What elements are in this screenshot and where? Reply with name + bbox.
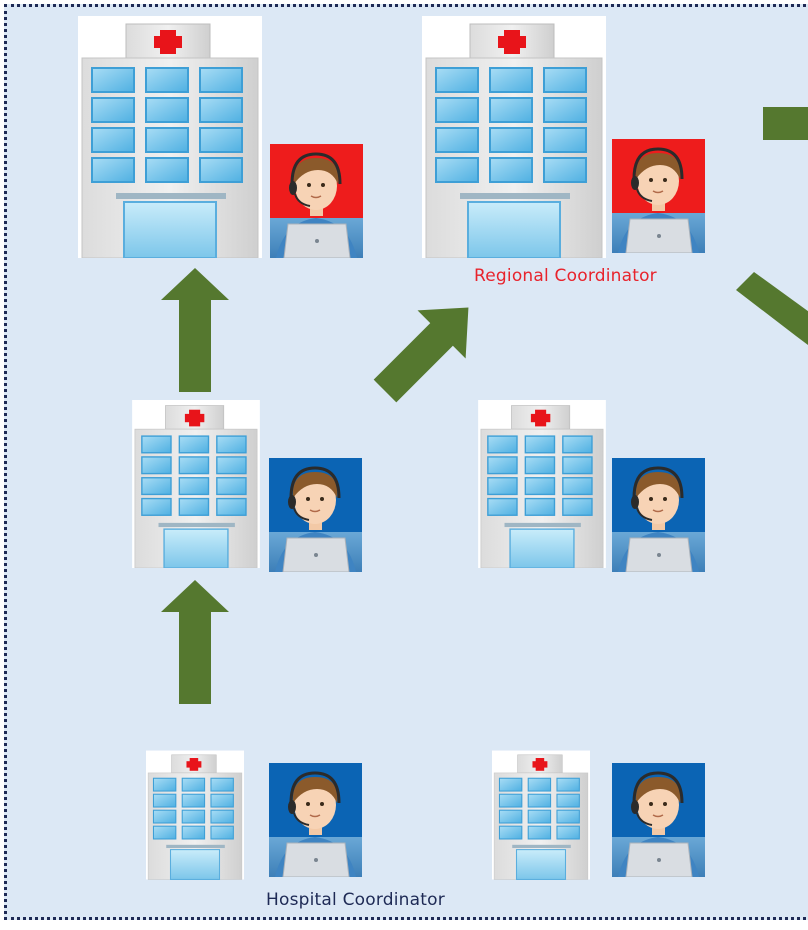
hospital-building-mid-1 xyxy=(132,400,260,568)
coordinator-mid-1 xyxy=(269,458,362,572)
coordinator-regional-2 xyxy=(612,139,705,253)
hospital-coordinator-label: Hospital Coordinator xyxy=(266,890,445,910)
regional-coordinator-label: Regional Coordinator xyxy=(474,266,657,286)
coordinator-headset-laptop-icon xyxy=(612,458,705,572)
coordinator-local-1 xyxy=(269,763,362,877)
arrow-icon xyxy=(763,107,808,140)
hospital-building-icon xyxy=(78,16,262,258)
hospital-building-local-1 xyxy=(146,750,244,880)
arrow-icon xyxy=(161,580,229,704)
hospital-building-icon xyxy=(132,400,260,568)
coordinator-headset-laptop-icon xyxy=(612,763,705,877)
hospital-building-icon xyxy=(492,750,590,880)
arrow-icon xyxy=(736,272,808,345)
hospital-building-icon xyxy=(422,16,606,258)
hospital-building-local-2 xyxy=(492,750,590,880)
arrow-icon xyxy=(161,268,229,392)
arrow-icon xyxy=(373,307,469,403)
coordinator-headset-laptop-icon xyxy=(270,144,363,258)
hospital-building-regional-2 xyxy=(422,16,606,258)
coordinator-mid-2 xyxy=(612,458,705,572)
coordinator-headset-laptop-icon xyxy=(612,139,705,253)
hospital-building-mid-2 xyxy=(478,400,606,568)
coordinator-local-2 xyxy=(612,763,705,877)
coordinator-headset-laptop-icon xyxy=(269,763,362,877)
hospital-building-icon xyxy=(478,400,606,568)
hospital-building-icon xyxy=(146,750,244,880)
coordinator-headset-laptop-icon xyxy=(269,458,362,572)
coordinator-regional-1 xyxy=(270,144,363,258)
hospital-building-regional-1 xyxy=(78,16,262,258)
